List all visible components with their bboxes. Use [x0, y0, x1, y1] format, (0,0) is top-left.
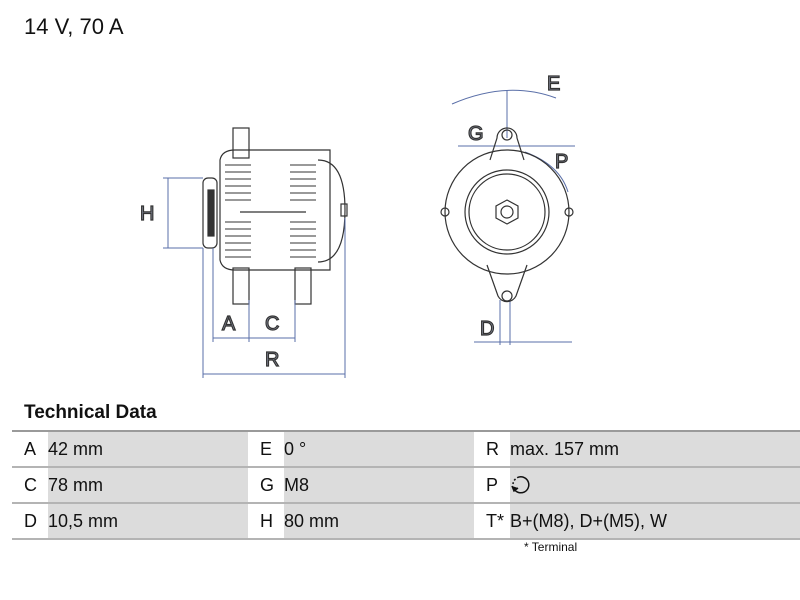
product-title: 14 V, 70 A	[24, 14, 124, 39]
spec-value	[510, 468, 800, 502]
technical-data-table: A 42 mm E 0 ° R max. 157 mm C 78 mm G M8…	[12, 430, 800, 540]
spec-value: B+(M8), D+(M5), W	[510, 504, 800, 538]
spec-value: max. 157 mm	[510, 432, 800, 466]
dim-label-h: H	[140, 203, 154, 225]
front-view	[440, 127, 574, 303]
dim-label-e: E	[547, 73, 560, 95]
clockwise-rotation-icon	[511, 476, 530, 494]
table-row: C 78 mm G M8 P	[12, 468, 800, 504]
side-view	[202, 127, 348, 305]
table-row: A 42 mm E 0 ° R max. 157 mm	[12, 432, 800, 468]
table-row: D 10,5 mm H 80 mm T* B+(M8), D+(M5), W	[12, 504, 800, 540]
dim-label-r: R	[265, 349, 279, 371]
spec-key: R	[474, 432, 510, 466]
spec-key: H	[248, 504, 284, 538]
spec-value: 80 mm	[284, 504, 474, 538]
dimension-lines	[163, 89, 575, 378]
alternator-drawing: A C R H E G P D	[139, 72, 575, 378]
spec-key: C	[12, 468, 48, 502]
spec-value: 42 mm	[48, 432, 248, 466]
technical-data-heading: Technical Data	[24, 402, 157, 423]
spec-key: G	[248, 468, 284, 502]
dim-label-g: G	[468, 123, 484, 145]
spec-key: E	[248, 432, 284, 466]
spec-value: 0 °	[284, 432, 474, 466]
spec-value: 78 mm	[48, 468, 248, 502]
spec-key: A	[12, 432, 48, 466]
dim-label-p: P	[555, 151, 568, 173]
spec-value: M8	[284, 468, 474, 502]
spec-key: D	[12, 504, 48, 538]
terminal-footnote: * Terminal	[524, 540, 578, 554]
dim-label-c: C	[265, 313, 279, 335]
spec-key: T*	[474, 504, 510, 538]
dim-label-d: D	[480, 318, 494, 340]
spec-value: 10,5 mm	[48, 504, 248, 538]
dim-label-a: A	[222, 313, 236, 335]
spec-key: P	[474, 468, 510, 502]
